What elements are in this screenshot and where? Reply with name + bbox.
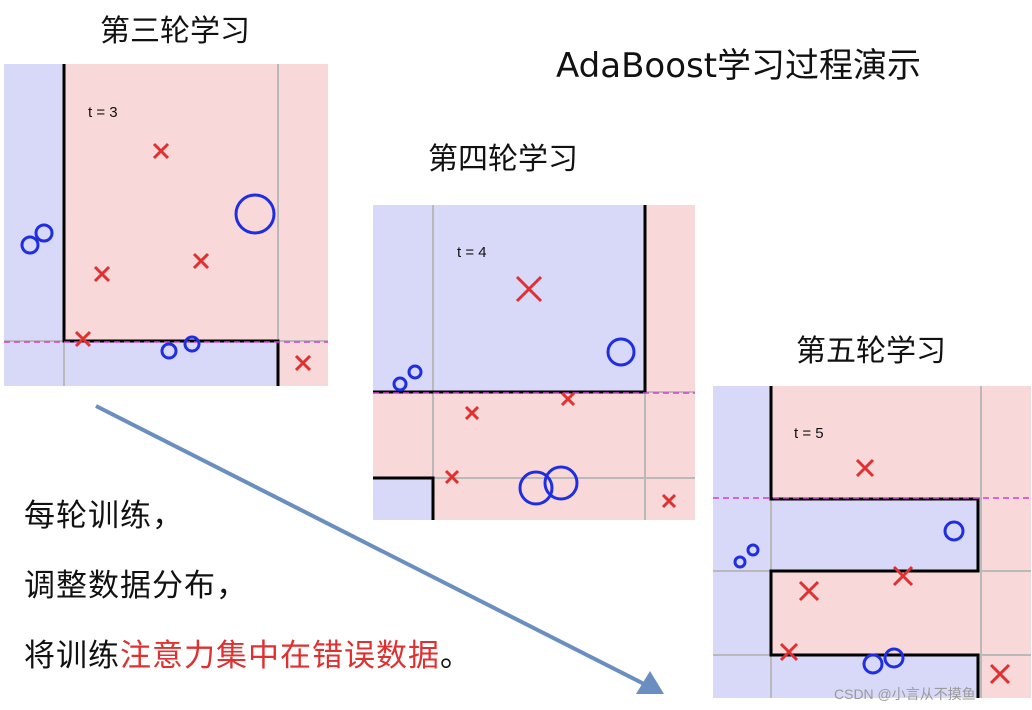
region-blue-top <box>373 205 645 392</box>
cross-point <box>560 391 576 407</box>
region-red-mid <box>771 571 981 655</box>
explanation-highlight: 注意力集中在错误数据 <box>120 638 440 674</box>
circles <box>733 520 965 675</box>
circles <box>392 337 636 506</box>
circles <box>20 193 276 360</box>
circle-point <box>862 653 884 675</box>
t-label: t = 5 <box>794 425 824 442</box>
circle-point <box>746 543 760 557</box>
circle-point <box>943 520 965 542</box>
explanation-line-2: 调整数据分布， <box>24 568 248 604</box>
circle-point <box>543 465 579 501</box>
region-red-right <box>645 205 695 392</box>
cross-point <box>892 565 914 587</box>
circle-point <box>234 193 276 235</box>
decision-boundary <box>62 64 280 386</box>
round5-title: 第五轮学习 <box>796 334 946 369</box>
page-title: AdaBoost学习过程演示 <box>556 46 922 86</box>
region-blue-corner <box>373 478 433 520</box>
round4-title: 第四轮学习 <box>428 142 578 177</box>
cross-point <box>779 642 799 662</box>
round3-title: 第三轮学习 <box>100 14 250 49</box>
round3-panel: t = 3 <box>4 64 328 386</box>
cross-point <box>798 580 820 602</box>
region-blue-bottom <box>771 655 981 698</box>
round4-panel: t = 4 <box>373 205 695 520</box>
round5-panel: t = 5 <box>713 386 1031 698</box>
cross-point <box>515 275 543 303</box>
decision-boundary <box>373 476 435 520</box>
crosses <box>444 275 677 509</box>
explanation-line-1: 每轮训练， <box>24 498 184 534</box>
circle-point <box>733 555 747 569</box>
watermark: CSDN @小言从不摸鱼 <box>834 686 976 702</box>
circle-point <box>160 342 178 360</box>
circle-point <box>518 470 554 506</box>
cross-point <box>74 330 92 348</box>
region-red-right <box>981 499 1031 698</box>
circle-point <box>606 337 636 367</box>
crosses <box>74 142 312 372</box>
cross-point <box>294 354 312 372</box>
region-blue-bottom <box>64 341 278 386</box>
cross-point <box>192 252 210 270</box>
cross-point <box>152 142 170 160</box>
explanation-prefix: 将训练 <box>24 638 120 674</box>
circle-point <box>392 376 408 392</box>
circle-point <box>34 223 54 243</box>
cross-point <box>464 405 480 421</box>
explanation-suffix: 。 <box>440 638 472 674</box>
crosses <box>779 458 1011 685</box>
circle-point <box>183 335 201 353</box>
decision-boundary <box>373 205 647 394</box>
cross-point <box>989 663 1011 685</box>
region-red-top <box>771 386 1031 499</box>
circle-point <box>407 364 423 380</box>
circle-point <box>20 235 40 255</box>
t-label: t = 4 <box>457 244 487 261</box>
cross-point <box>855 458 875 478</box>
decision-boundary <box>769 386 980 698</box>
cross-point <box>661 493 677 509</box>
circle-point <box>883 647 905 669</box>
region-red-main <box>64 64 328 341</box>
region-blue-left <box>713 386 771 698</box>
t-label: t = 3 <box>88 104 118 121</box>
cross-point <box>93 265 111 283</box>
region-blue-left <box>4 64 64 386</box>
cross-point <box>444 469 460 485</box>
explanation-line-3: 将训练注意力集中在错误数据。 <box>24 630 472 675</box>
